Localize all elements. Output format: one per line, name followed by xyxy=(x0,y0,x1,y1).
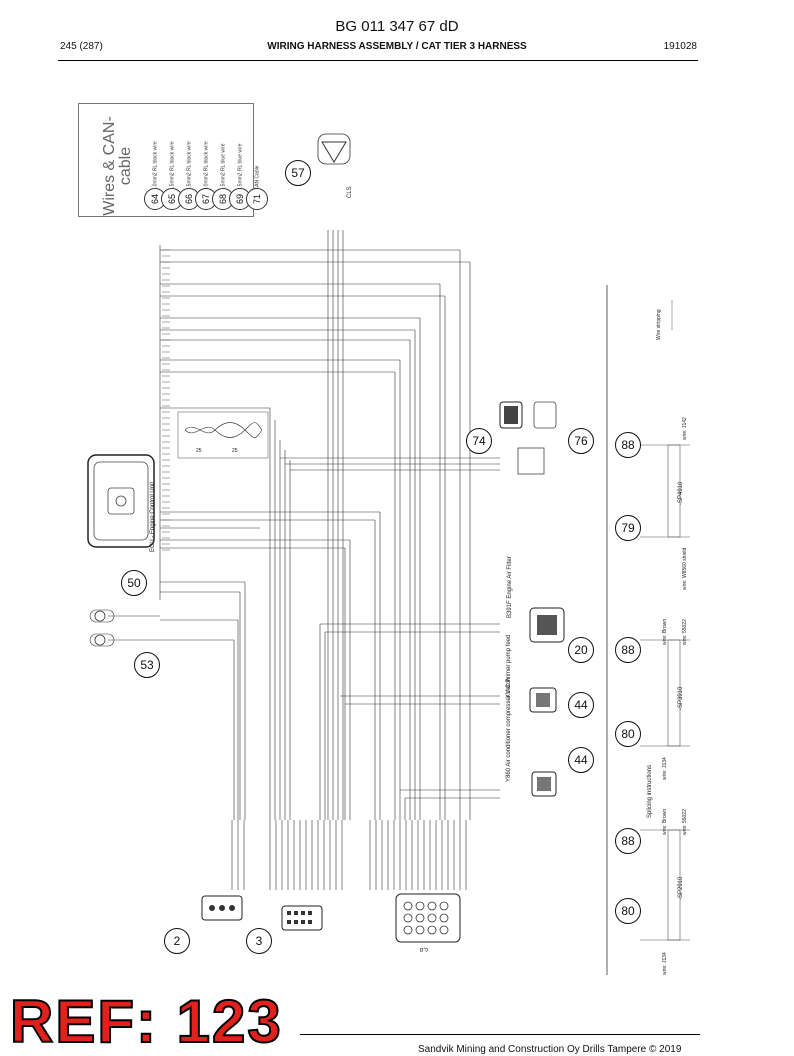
callout-50: 50 xyxy=(121,570,147,596)
callout-79: 79 xyxy=(615,515,641,541)
wire-spec-label: wire: J134 xyxy=(662,952,668,975)
splice-label: -SP4910 xyxy=(678,481,684,505)
callout-3: 3 xyxy=(246,928,272,954)
legend-item: 1,5mm2 RL black wire 65 xyxy=(161,110,183,210)
legend-item-text: 1,0mm2 RL black wire xyxy=(152,141,159,191)
legend-item-text: 2,5mm2 RL black wire xyxy=(186,141,193,191)
footer-divider xyxy=(300,1034,700,1035)
splicing-instructions-label: Splicing instructions xyxy=(647,764,653,818)
callout-80: 80 xyxy=(615,898,641,924)
ac-clutch-label: Y860 Air conditioner compressor clutch xyxy=(506,677,512,782)
air-filter-label: B391F Engine Air Filter xyxy=(507,556,513,618)
legend-item-text: 6,0mm2 RL black wire xyxy=(203,141,210,191)
cls-label: CLS xyxy=(347,186,353,198)
legend-item: 6,0mm2 RL black wire 67 xyxy=(195,110,217,210)
wire-spec-label: wire: 55022 xyxy=(682,619,688,645)
wire-spec-label: wire: Brown xyxy=(662,808,668,835)
callout-2: 2 xyxy=(164,928,190,954)
dimension-label: 25 xyxy=(196,448,202,454)
legend-item: 2,5mm2 RL black wire 66 xyxy=(178,110,200,210)
legend-item: 1,0mm2 RL black wire 64 xyxy=(144,110,166,210)
legend-item: 2,5mm2 RL blue wire 69 xyxy=(229,110,251,210)
connector-label: c,d xyxy=(420,946,429,952)
callout-74: 74 xyxy=(466,428,492,454)
legend-item-text: 1,5mm2 RL blue wire xyxy=(220,143,227,191)
callout-88: 88 xyxy=(615,828,641,854)
wire-spec-label: wire: 55022 xyxy=(682,809,688,835)
legend-title: Wires & CAN-cable xyxy=(101,116,134,216)
splice-label: -SP2910 xyxy=(678,876,684,900)
callout-57: 57 xyxy=(285,160,311,186)
document-code: BG 011 347 67 dD xyxy=(335,18,459,35)
wire-spec-label: wire: J134 xyxy=(662,757,668,780)
splice-label: -SP3910 xyxy=(678,686,684,710)
legend-item: CAN Cable 71 xyxy=(246,110,268,210)
reference-stamp: REF: 123 xyxy=(9,987,283,1056)
footer-copyright: Sandvik Mining and Construction Oy Drill… xyxy=(418,1044,682,1055)
legend-item-number: 71 xyxy=(246,188,268,210)
header-divider xyxy=(58,60,698,61)
wire-stripping-label: Wire stripping xyxy=(656,309,662,340)
callout-88: 88 xyxy=(615,432,641,458)
legend-item-text: CAN Cable xyxy=(254,165,261,191)
callout-76: 76 xyxy=(568,428,594,454)
callout-53: 53 xyxy=(134,652,160,678)
callout-44: 44 xyxy=(568,692,594,718)
callout-88: 88 xyxy=(615,637,641,663)
page-number: 245 (287) xyxy=(60,41,103,52)
legend-item-text: 1,5mm2 RL black wire xyxy=(169,141,176,191)
dimension-label: 25 xyxy=(232,448,238,454)
legend-item-text: 2,5mm2 RL blue wire xyxy=(237,143,244,191)
callout-44: 44 xyxy=(568,747,594,773)
callout-20: 20 xyxy=(568,637,594,663)
ecu-label: ECU - Engine Control Unit xyxy=(150,481,156,552)
wire-spec-label: wire: Brown xyxy=(662,618,668,645)
wire-spec-label: wire: W8560 shield xyxy=(682,547,688,590)
legend-item: 1,5mm2 RL blue wire 68 xyxy=(212,110,234,210)
wire-spec-label: wire: J142 xyxy=(682,417,688,440)
callout-80: 80 xyxy=(615,721,641,747)
page-title: WIRING HARNESS ASSEMBLY / CAT TIER 3 HAR… xyxy=(267,41,527,52)
document-date: 191028 xyxy=(663,41,697,52)
